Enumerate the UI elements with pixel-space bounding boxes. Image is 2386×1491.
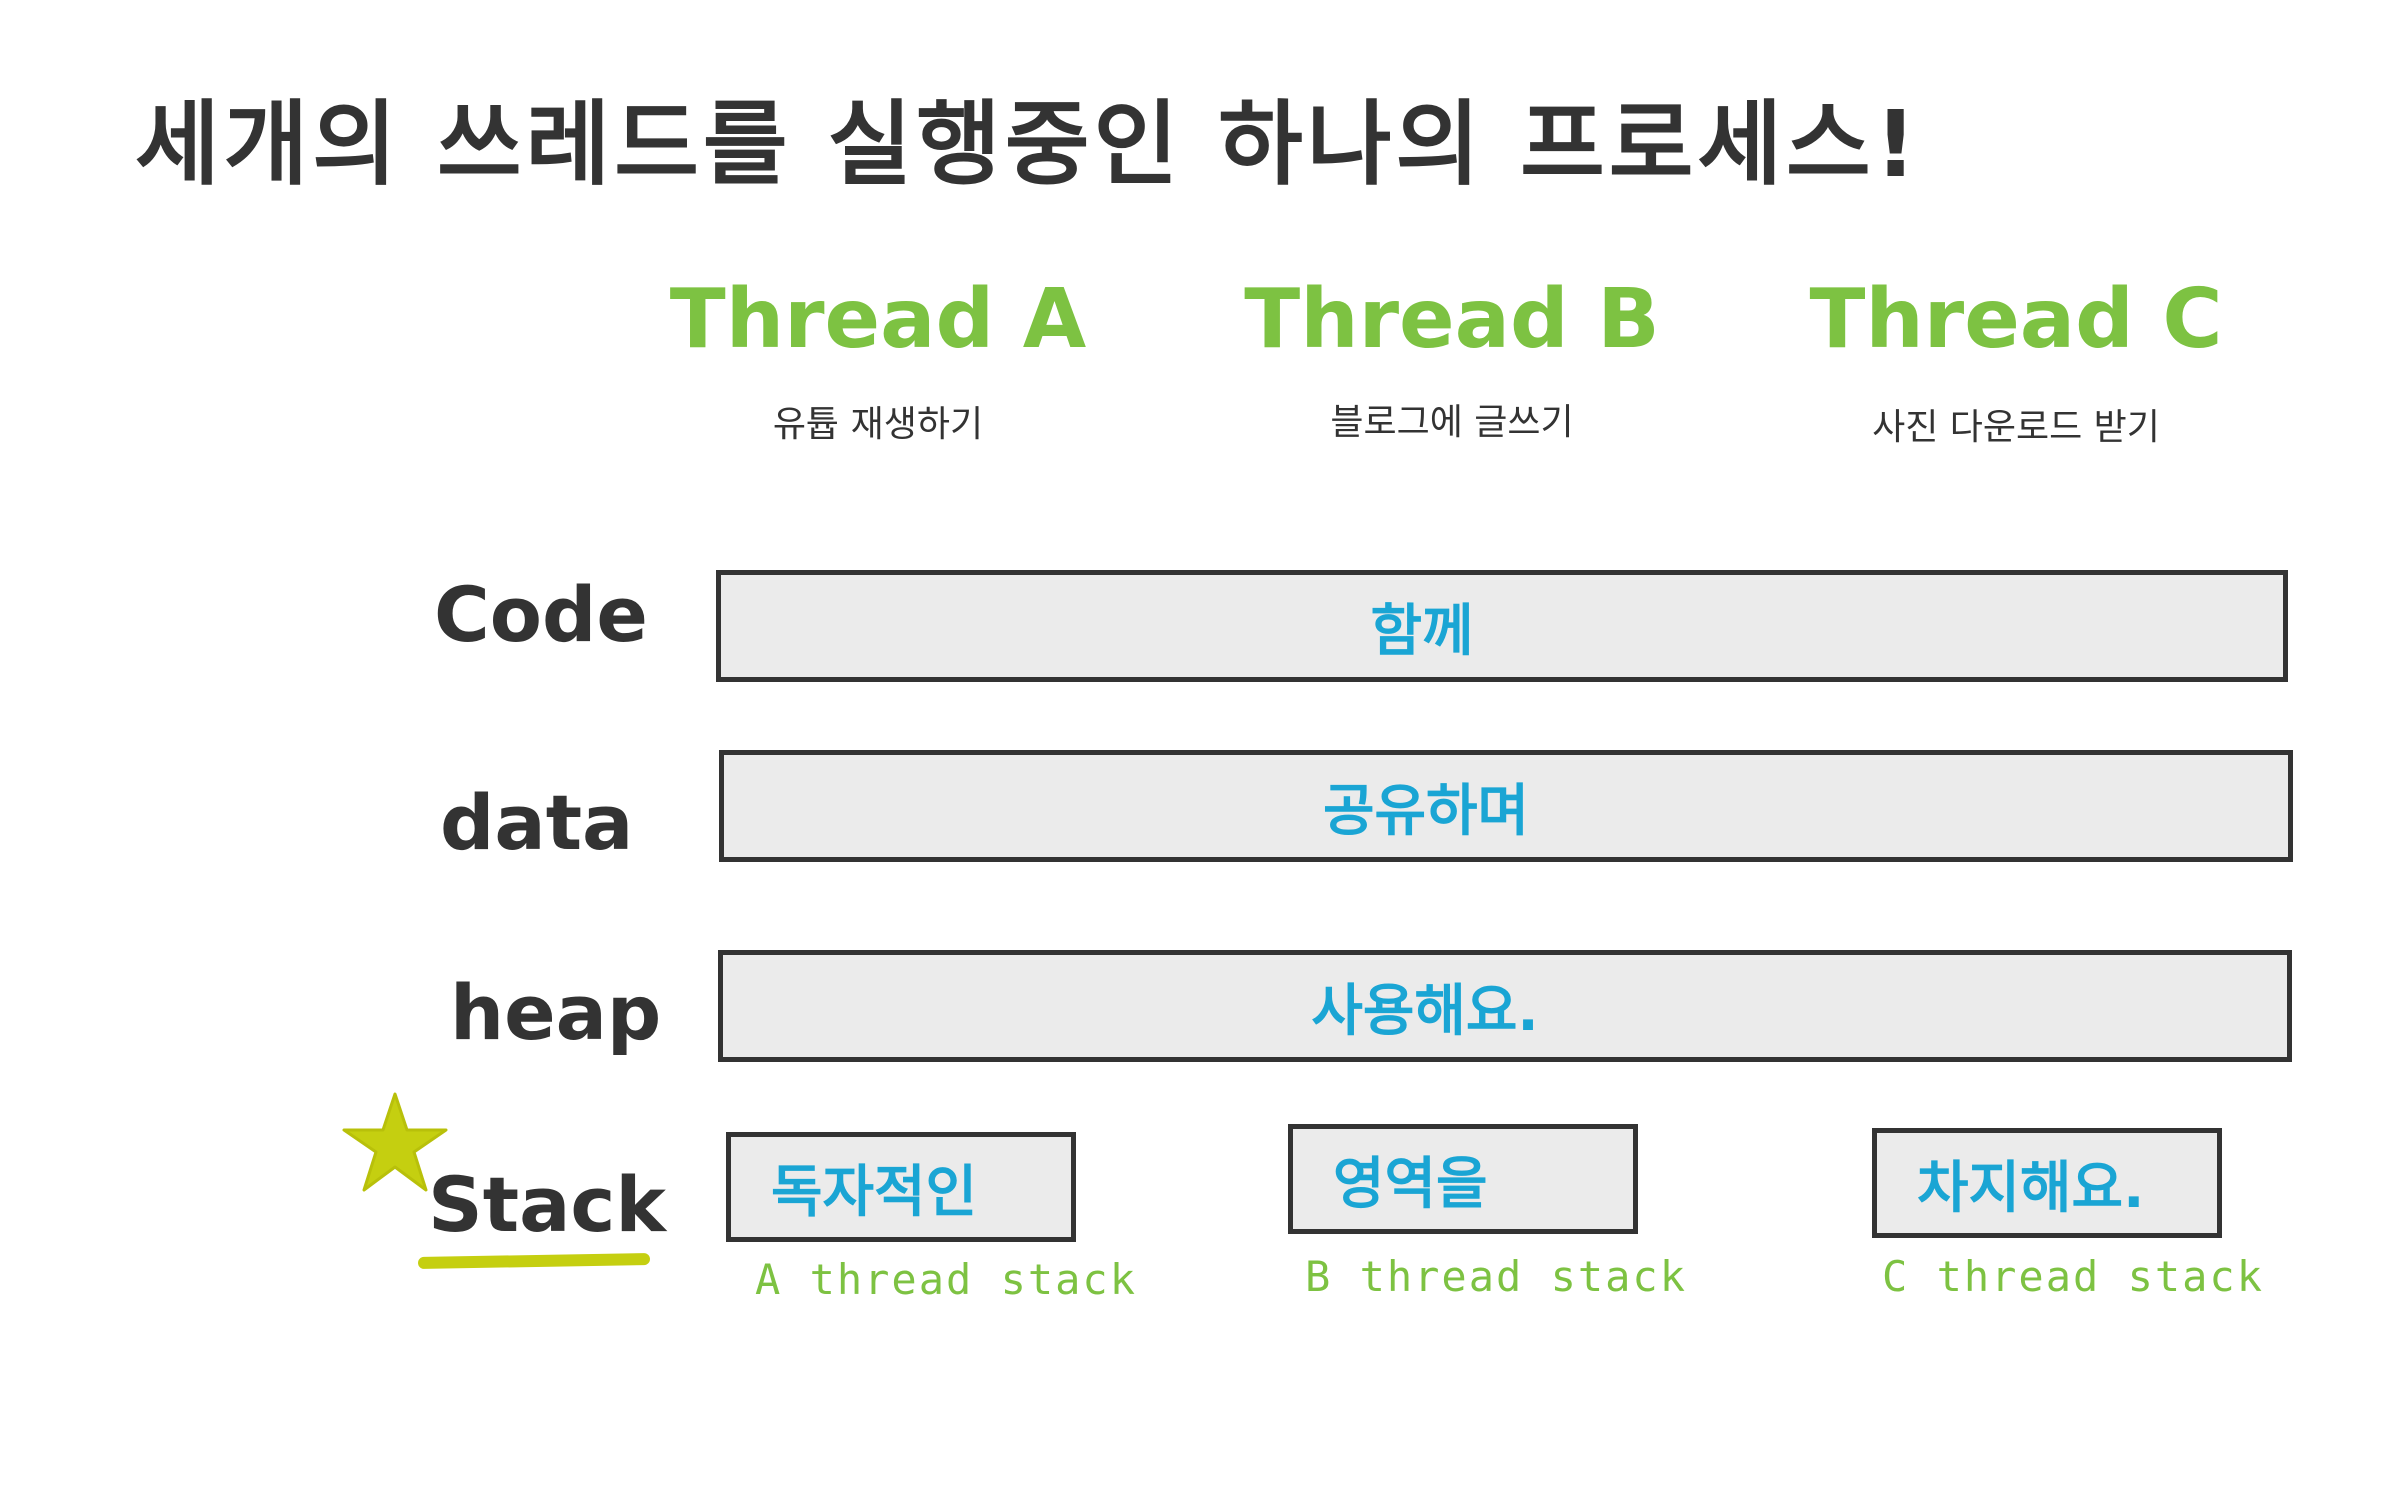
thread-c-desc: 사진 다운로드 받기 [1872, 407, 2160, 448]
stack-box-b-text: 영역을 [1333, 1151, 1488, 1217]
stack-box-b: 영역을 [1288, 1124, 1638, 1234]
data-bar: 공유하며 [719, 750, 2293, 862]
star-icon [342, 1092, 448, 1192]
stack-caption-c: C thread stack [1882, 1252, 2265, 1301]
code-bar: 함께 [716, 570, 2288, 682]
stack-box-a-text: 독자적인 [771, 1159, 978, 1225]
code-bar-text: 함께 [1370, 598, 1474, 664]
stack-box-c-text: 차지해요. [1917, 1155, 2145, 1221]
stack-caption-a: A thread stack [755, 1255, 1138, 1304]
heap-bar-text: 사용해요. [1311, 978, 1539, 1044]
thread-b-name: Thread B [1244, 272, 1660, 367]
stack-box-c: 차지해요. [1872, 1128, 2222, 1238]
stack-caption-b: B thread stack [1305, 1252, 1688, 1301]
thread-b-desc: 블로그에 글쓰기 [1330, 402, 1574, 443]
stack-box-a: 독자적인 [726, 1132, 1076, 1242]
thread-c-name: Thread C [1809, 272, 2223, 367]
thread-a-desc: 유튭 재생하기 [772, 404, 984, 445]
segment-label-code: Code [434, 570, 648, 659]
segment-label-heap: heap [450, 968, 662, 1057]
segment-label-data: data [440, 778, 634, 867]
stack-underline [417, 1252, 651, 1270]
diagram-title: 세개의 쓰레드를 실행중인 하나의 프로세스! [135, 91, 1921, 198]
heap-bar: 사용해요. [718, 950, 2292, 1062]
thread-a-name: Thread A [669, 272, 1087, 367]
segment-label-stack: Stack [428, 1160, 666, 1249]
data-bar-text: 공유하며 [1322, 778, 1530, 844]
